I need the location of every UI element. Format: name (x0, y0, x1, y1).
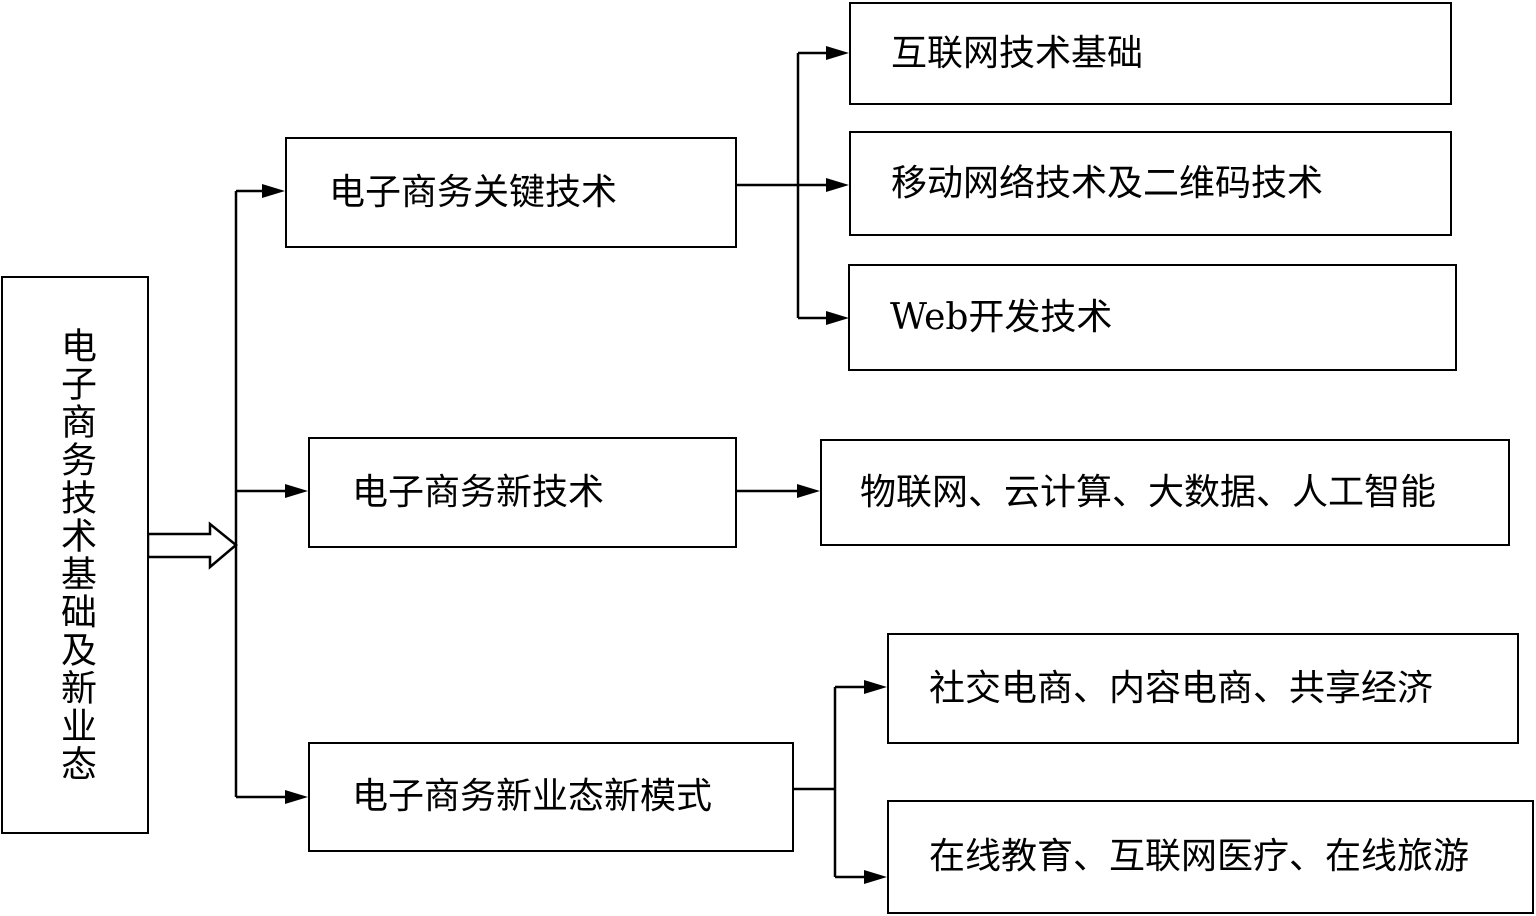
node-social-content-sharing-label: 社交电商、内容电商、共享经济 (929, 667, 1434, 709)
node-key-technologies-label: 电子商务关键技术 (329, 171, 618, 213)
root-node: 电子商务技术基础及新业态 (1, 276, 149, 834)
arrowhead-social-commerce (864, 680, 887, 694)
node-web-development-label: Web开发技术 (890, 296, 1113, 338)
root-node-label: 电子商务技术基础及新业态 (55, 327, 96, 783)
node-iot-cloud-bigdata-ai-label: 物联网、云计算、大数据、人工智能 (860, 471, 1437, 513)
arrowhead-key-tech (262, 184, 285, 198)
node-iot-cloud-bigdata-ai: 物联网、云计算、大数据、人工智能 (820, 439, 1510, 546)
node-social-content-sharing: 社交电商、内容电商、共享经济 (887, 633, 1519, 744)
node-new-business-models-label: 电子商务新业态新模式 (352, 776, 713, 817)
node-internet-basics-label: 互联网技术基础 (891, 32, 1144, 74)
root-hollow-arrow (146, 521, 238, 570)
arrowhead-web-dev (826, 311, 849, 325)
node-mobile-network-qr: 移动网络技术及二维码技术 (849, 131, 1452, 236)
arrowhead-online-education (864, 870, 887, 884)
arrowhead-new-tech (285, 484, 308, 498)
node-mobile-network-qr-label: 移动网络技术及二维码技术 (891, 162, 1324, 204)
arrowhead-iot-cloud (797, 484, 820, 498)
node-new-business-models: 电子商务新业态新模式 (308, 742, 794, 852)
arrowhead-internet-basics (826, 46, 849, 60)
arrowhead-mobile-network (826, 178, 849, 192)
node-key-technologies: 电子商务关键技术 (285, 137, 737, 248)
node-internet-basics: 互联网技术基础 (849, 2, 1452, 105)
node-education-medical-travel: 在线教育、互联网医疗、在线旅游 (887, 800, 1534, 914)
arrowhead-new-model (285, 790, 308, 804)
node-new-technologies-label: 电子商务新技术 (352, 471, 605, 513)
node-new-technologies: 电子商务新技术 (308, 437, 737, 548)
node-web-development: Web开发技术 (848, 264, 1457, 371)
node-education-medical-travel-label: 在线教育、互联网医疗、在线旅游 (929, 836, 1470, 877)
